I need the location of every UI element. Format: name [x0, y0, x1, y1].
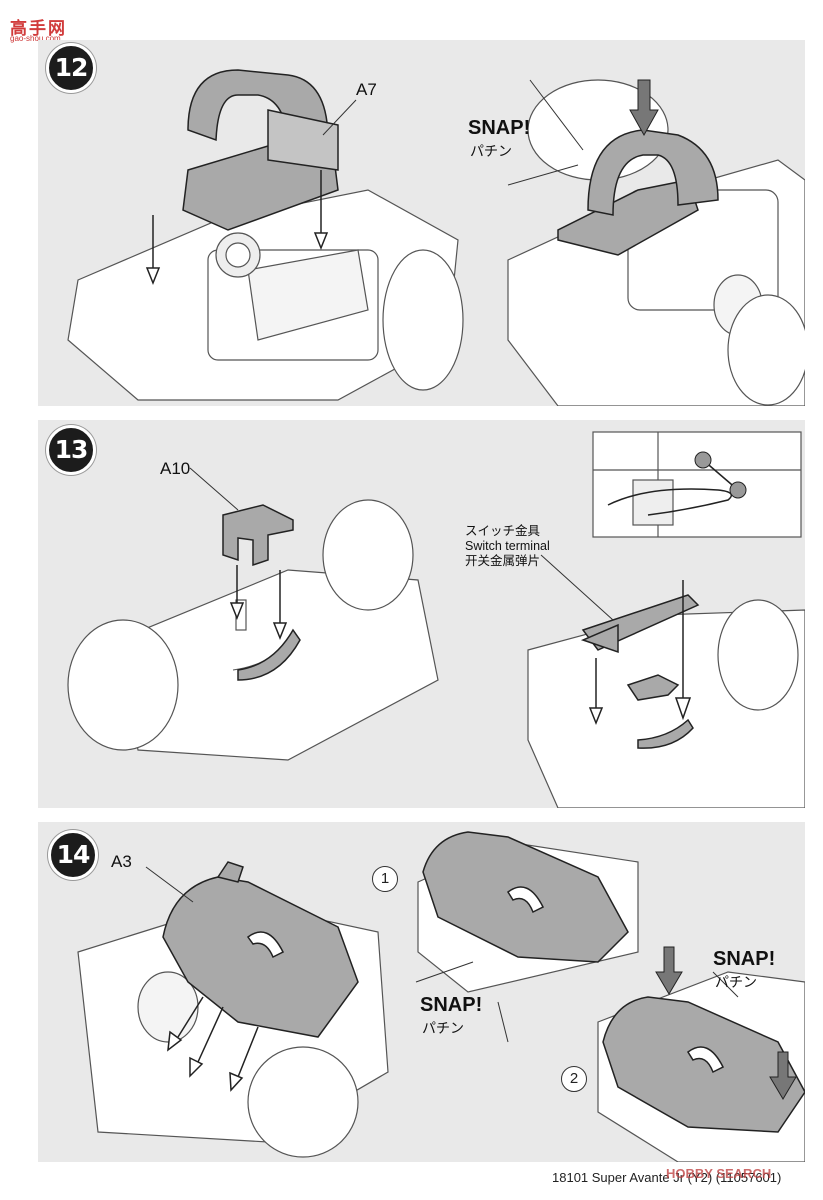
- part-label-a7: A7: [356, 80, 377, 99]
- watermark-subtext: gao-shou.com: [10, 34, 61, 43]
- footer-caption: 18101 Super Avante Jr (Y2) (11057601): [552, 1170, 782, 1185]
- watermark-logo: 高手网 gao-shou.com: [4, 8, 74, 43]
- step-12-illustration: [67, 69, 805, 406]
- part-label-a10: A10: [160, 459, 191, 478]
- step-number: 12: [46, 43, 96, 93]
- step-13-panel: 13 A10 スイッチ金具 Switch terminal 开关金属弹片: [38, 420, 805, 808]
- switch-terminal-label-jp: スイッチ金具: [465, 524, 541, 538]
- snap-label-2-jp: パチン: [715, 975, 757, 991]
- snap-label-1: SNAP!: [420, 994, 483, 1016]
- switch-terminal-label-en: Switch terminal: [465, 539, 550, 553]
- part-label-a3: A3: [111, 852, 132, 871]
- snap-label-1-jp: パチン: [422, 1021, 464, 1037]
- step-12-panel: 12 A7 SNAP! パチン: [38, 40, 805, 406]
- step-number: 14: [48, 830, 98, 880]
- snap-label-jp: パチン: [470, 144, 512, 160]
- step-number: 13: [46, 425, 96, 475]
- step-14-illustration: [77, 831, 805, 1162]
- substep-1-marker: 1: [372, 866, 398, 892]
- snap-label-2: SNAP!: [713, 948, 776, 970]
- switch-terminal-label-cn: 开关金属弹片: [465, 554, 541, 568]
- snap-label: SNAP!: [468, 117, 531, 139]
- step-13-illustration: [67, 431, 805, 808]
- watermark-text: 高手网: [10, 19, 67, 39]
- footer-watermark: HOBBY SEARCH: [666, 1166, 772, 1181]
- step-14-panel: 14 A3 1 2 SNAP! パチン SNAP! パチン: [38, 822, 805, 1162]
- substep-2-marker: 2: [561, 1066, 587, 1092]
